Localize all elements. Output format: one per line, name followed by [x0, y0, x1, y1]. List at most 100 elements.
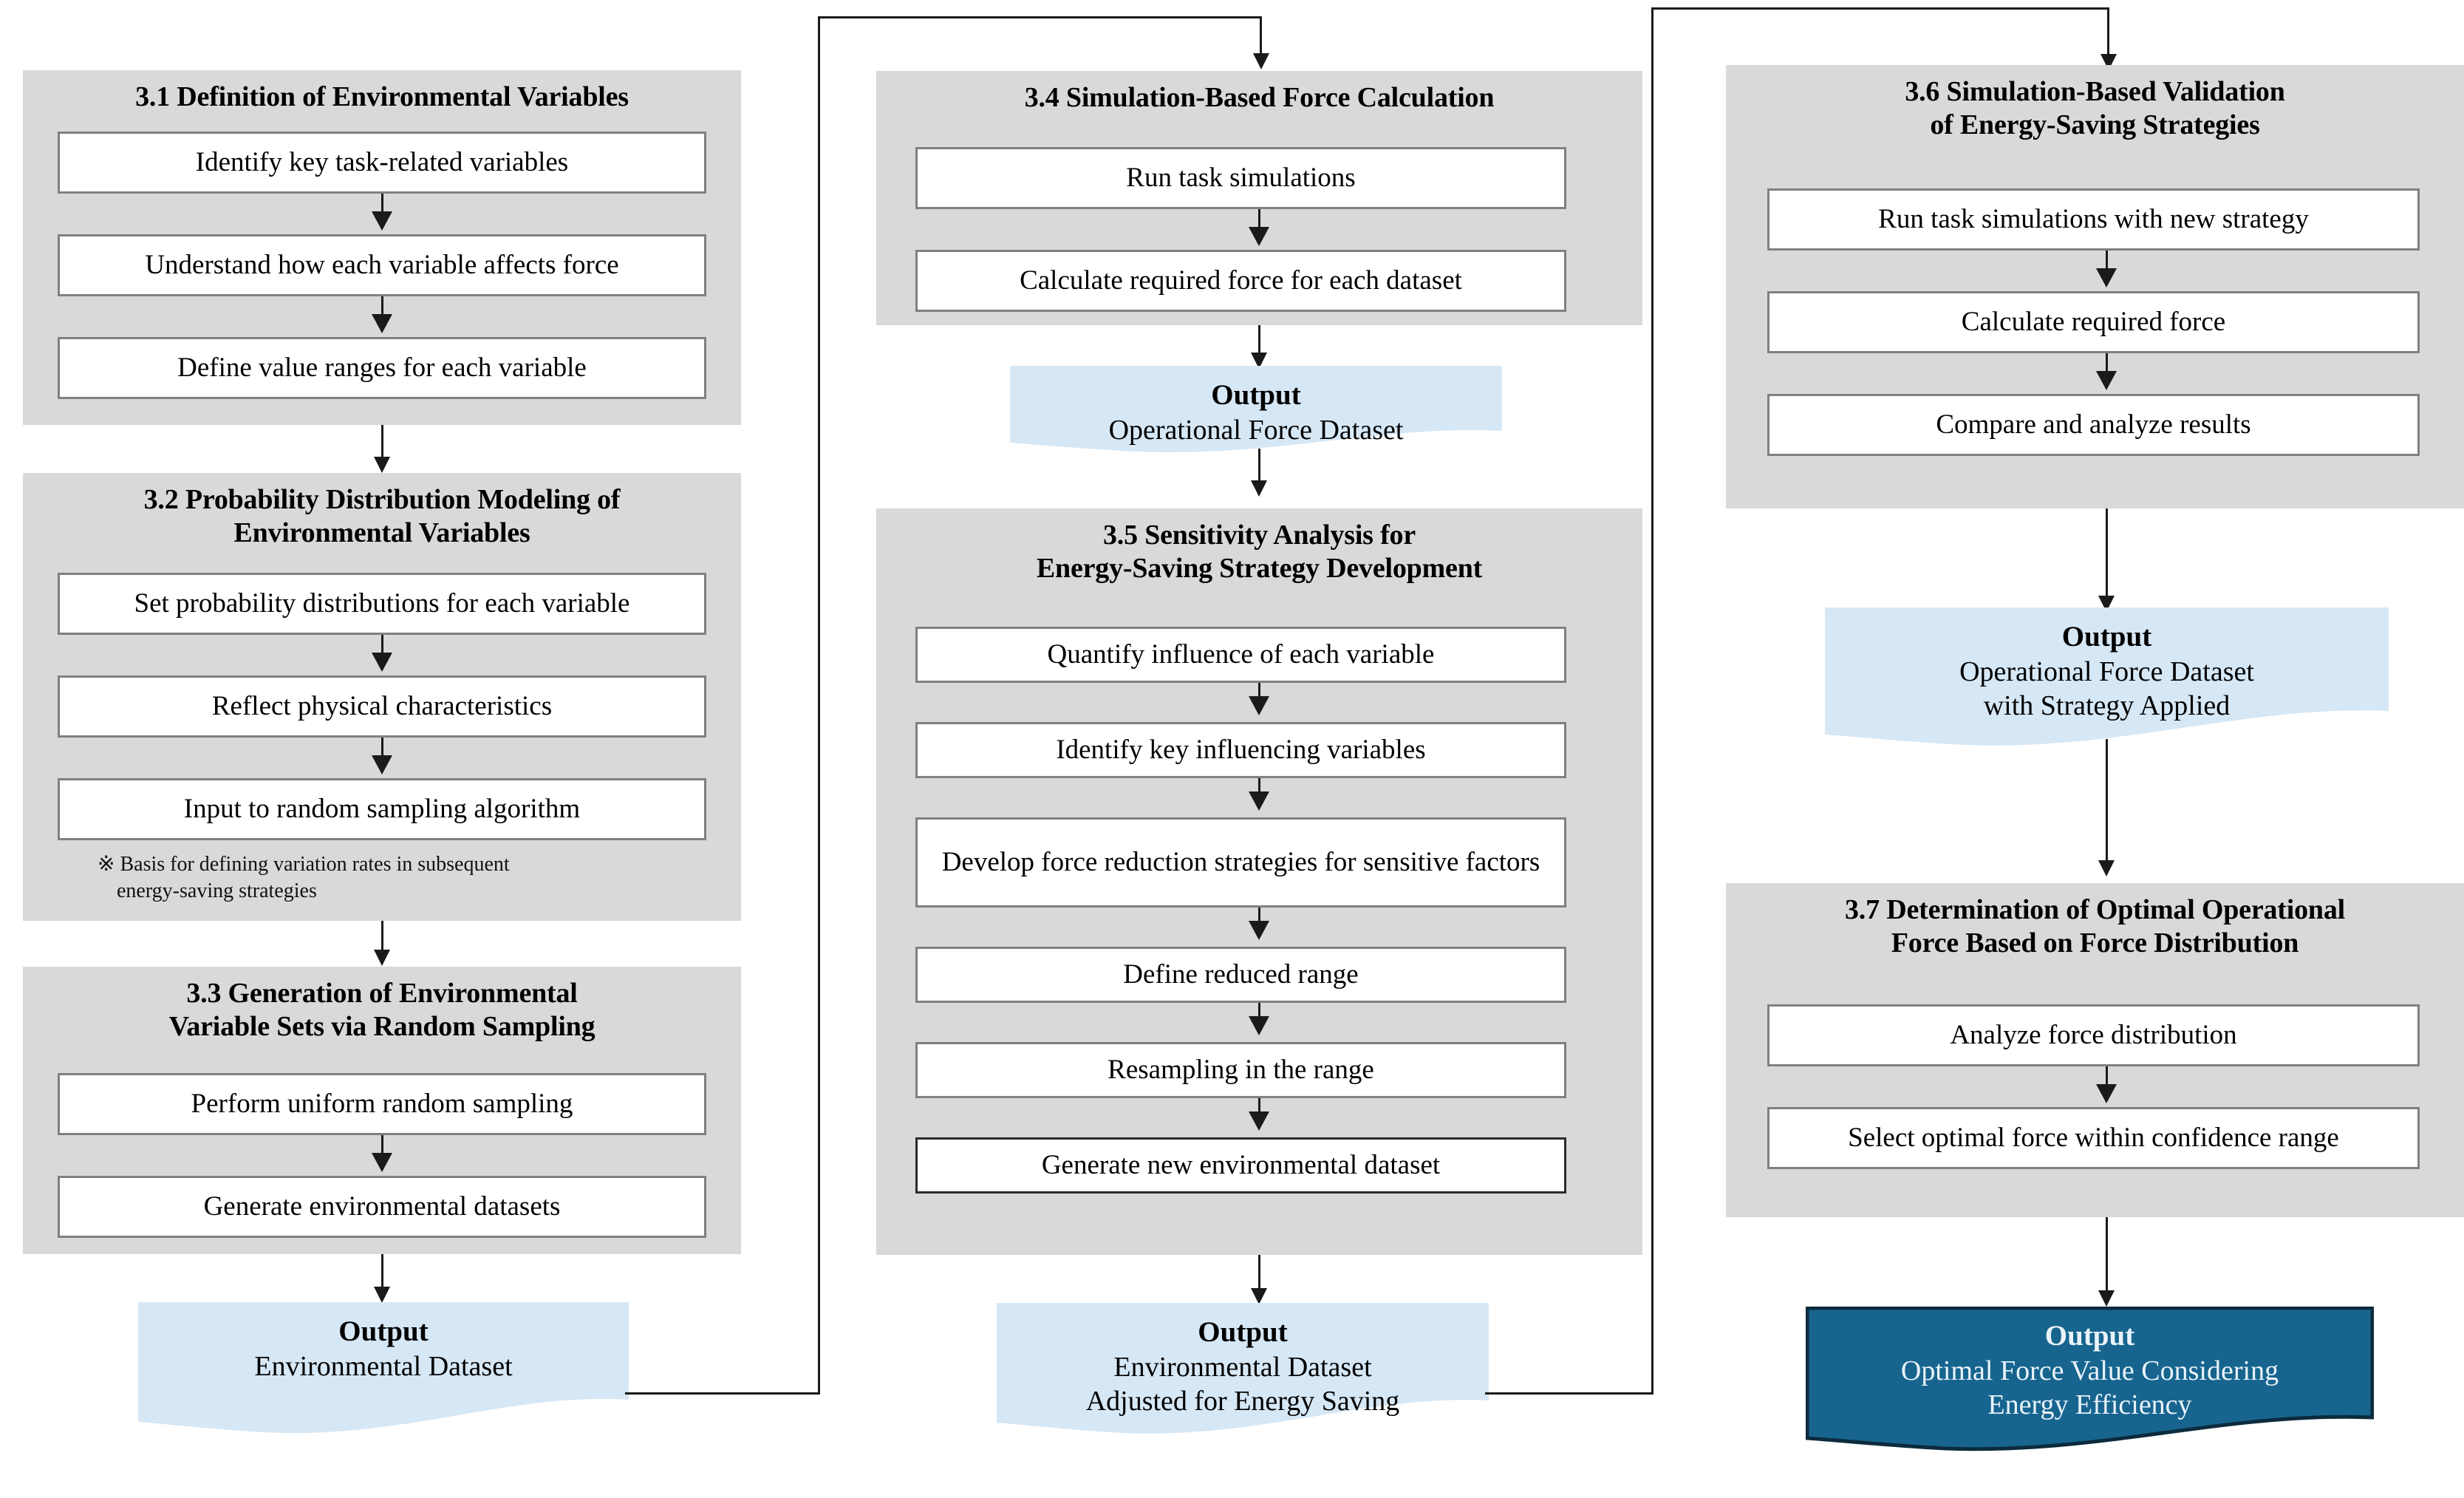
step-select-optimal-force-confidence-range[interactable]: Select optimal force within confidence r… [1767, 1107, 2420, 1169]
output-banner-3a-line-1: Operational Force Dataset [1959, 656, 2254, 687]
output-banner-3a-line-2: with Strategy Applied [1983, 690, 2231, 721]
step-develop-force-reduction-strategies[interactable]: Develop force reduction strategies for s… [915, 817, 1566, 908]
route-2-horizontal-out [1485, 1392, 1654, 1395]
connector-3-2-b [381, 738, 383, 762]
output-banner-operational-force-with-strategy: Output Operational Force Dataset with St… [1825, 607, 2389, 746]
note-3-2: ※ Basis for defining variation rates in … [98, 851, 711, 905]
step-generate-environmental-datasets[interactable]: Generate environmental datasets [58, 1176, 706, 1238]
connector-3-3-a [381, 1135, 383, 1160]
banner-shape-3b [1806, 1307, 2374, 1451]
step-run-task-simulations[interactable]: Run task simulations [915, 147, 1566, 209]
banner-shape-2a [1010, 366, 1502, 452]
section-title-3-5-line-1: 3.5 Sensitivity Analysis for [1103, 520, 1416, 551]
step-quantify-influence-each-variable[interactable]: Quantify influence of each variable [915, 627, 1566, 683]
step-define-reduced-range[interactable]: Define reduced range [915, 947, 1566, 1003]
section-title-3-2-line-1: 3.2 Probability Distribution Modeling of [143, 484, 621, 515]
section-title-3-3-line-1: 3.3 Generation of Environmental [186, 978, 578, 1009]
connector-3-6-b [2106, 353, 2108, 378]
note-3-2-line-2: energy-saving strategies [117, 879, 317, 902]
step-perform-uniform-random-sampling[interactable]: Perform uniform random sampling [58, 1073, 706, 1135]
connector-3-5-a [1258, 683, 1260, 702]
arrowhead-route-1-into-3-4 [1253, 53, 1269, 69]
step-resampling-in-the-range[interactable]: Resampling in the range [915, 1042, 1566, 1098]
arrowhead-3-5-e [1249, 1111, 1269, 1131]
output-banner-3b-line-2: Energy Efficiency [1987, 1389, 2192, 1420]
step-identify-key-task-related-variables[interactable]: Identify key task-related variables [58, 132, 706, 194]
connector-3-7-a [2106, 1066, 2108, 1091]
connector-3-1-to-3-2 [381, 425, 383, 463]
connector-3-7-to-final-output [2106, 1217, 2108, 1297]
arrowhead-3-7-to-final-output [2098, 1290, 2115, 1307]
step-calculate-required-force-each-dataset[interactable]: Calculate required force for each datase… [915, 250, 1566, 312]
connector-3-6-a [2106, 251, 2108, 275]
output-banner-3b-text: Output Optimal Force Value Considering E… [1806, 1307, 2374, 1451]
section-title-3-5-line-2: Energy-Saving Strategy Development [1036, 552, 1483, 584]
section-title-3-7: 3.7 Determination of Optimal Operational… [1726, 883, 2464, 967]
step-identify-key-influencing-variables[interactable]: Identify key influencing variables [915, 722, 1566, 778]
output-banner-optimal-force-value: Output Optimal Force Value Considering E… [1806, 1307, 2374, 1451]
connector-output-to-3-5 [1258, 449, 1260, 487]
arrowhead-3-2-a [372, 653, 392, 672]
output-banner-2a-title: Output [1211, 379, 1301, 411]
arrowhead-3-1-to-3-2 [374, 457, 390, 473]
arrowhead-3-6-b [2096, 371, 2117, 390]
route-1-horizontal-top [818, 16, 1262, 18]
output-banner-3a-text: Output Operational Force Dataset with St… [1825, 607, 2389, 746]
connector-3-4-a [1258, 209, 1260, 234]
step-reflect-physical-characteristics[interactable]: Reflect physical characteristics [58, 675, 706, 738]
section-title-3-7-line-2: Force Based on Force Distribution [1891, 927, 2299, 959]
output-banner-3b-title: Output [2044, 1320, 2135, 1352]
banner-shape-2b [997, 1303, 1489, 1434]
section-title-3-2: 3.2 Probability Distribution Modeling of… [23, 473, 741, 557]
arrowhead-3-7-a [2096, 1084, 2117, 1103]
arrowhead-3-6-a [2096, 268, 2117, 287]
section-title-3-6-line-1: 3.6 Simulation-Based Validation [1905, 76, 2285, 107]
arrowhead-3-1-b [372, 314, 392, 333]
arrowhead-3-5-a [1249, 696, 1269, 715]
output-banner-environmental-dataset: Output Environmental Dataset [138, 1302, 629, 1435]
route-2-vertical-down [2107, 7, 2109, 61]
output-banner-operational-force-dataset: Output Operational Force Dataset [1010, 366, 1502, 462]
step-generate-new-environmental-dataset[interactable]: Generate new environmental dataset [915, 1137, 1566, 1194]
step-run-task-simulations-with-new-strategy[interactable]: Run task simulations with new strategy [1767, 188, 2420, 251]
output-banner-3b-line-1: Optimal Force Value Considering [1900, 1355, 2279, 1386]
step-input-random-sampling-algorithm[interactable]: Input to random sampling algorithm [58, 778, 706, 840]
step-define-value-ranges[interactable]: Define value ranges for each variable [58, 337, 706, 399]
section-title-3-4: 3.4 Simulation-Based Force Calculation [1024, 82, 1495, 113]
connector-3-5-b [1258, 778, 1260, 797]
route-1-vertical-down [1260, 16, 1262, 61]
note-3-2-line-1: ※ Basis for defining variation rates in … [98, 853, 510, 876]
arrowhead-3-2-b [372, 755, 392, 774]
connector-3-2-to-3-3 [381, 921, 383, 956]
section-title-3-6-line-2: of Energy-Saving Strategies [1930, 109, 2260, 140]
connector-3-3-to-output-1 [381, 1254, 383, 1293]
route-2-horizontal-top [1651, 7, 2109, 10]
route-2-vertical-up [1651, 7, 1654, 1394]
output-banner-2b-line-1: Environmental Dataset [1113, 1351, 1372, 1383]
arrowhead-3-1-a [372, 211, 392, 231]
connector-3-1-b [381, 296, 383, 321]
connector-output-to-3-7 [2106, 739, 2108, 868]
arrowhead-3-5-d [1249, 1016, 1269, 1035]
banner-shape-1 [138, 1302, 629, 1434]
step-analyze-force-distribution[interactable]: Analyze force distribution [1767, 1004, 2420, 1066]
arrowhead-3-3-to-output-1 [374, 1287, 390, 1303]
output-banner-1-text: Output Environmental Dataset [138, 1302, 629, 1435]
connector-3-2-a [381, 635, 383, 659]
output-banner-2a-text: Output Operational Force Dataset [1010, 366, 1502, 462]
step-understand-variable-affects-force[interactable]: Understand how each variable affects for… [58, 234, 706, 296]
step-set-probability-distributions[interactable]: Set probability distributions for each v… [58, 573, 706, 635]
route-1-vertical-up [818, 16, 820, 1394]
step-calculate-required-force[interactable]: Calculate required force [1767, 291, 2420, 353]
route-1-horizontal-out [625, 1392, 820, 1395]
output-banner-1-title: Output [338, 1315, 429, 1347]
step-compare-and-analyze-results[interactable]: Compare and analyze results [1767, 394, 2420, 456]
arrowhead-3-5-to-output-2 [1251, 1288, 1267, 1304]
output-banner-environmental-dataset-adjusted: Output Environmental Dataset Adjusted fo… [997, 1303, 1489, 1434]
output-banner-3a-title: Output [2061, 621, 2152, 653]
section-title-3-7-line-1: 3.7 Determination of Optimal Operational [1845, 894, 2345, 925]
connector-3-5-c [1258, 908, 1260, 927]
section-title-3-6: 3.6 Simulation-Based Validation of Energ… [1726, 65, 2464, 149]
connector-3-5-d [1258, 1003, 1260, 1022]
